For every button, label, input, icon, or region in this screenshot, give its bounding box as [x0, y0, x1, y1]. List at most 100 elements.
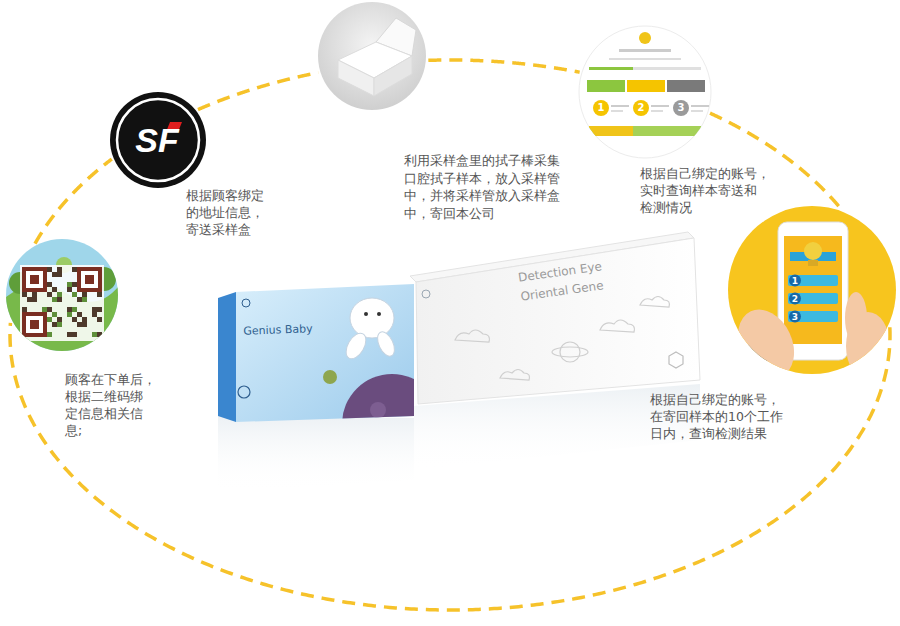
hex-badge — [669, 352, 683, 368]
purple-planet — [342, 374, 442, 474]
qr-module — [92, 332, 97, 337]
text-bar — [691, 110, 703, 112]
step-node: 根据自己绑定的账号， 在寄回样本的10个工作 日内，查询检测结果 — [728, 206, 896, 374]
qr-module — [72, 307, 77, 312]
qr-module — [67, 332, 72, 337]
step-caption: 顾客在下单后， 根据二维码绑 定信息相关信 息; — [65, 372, 156, 440]
qr-module — [32, 297, 37, 302]
logo-mark — [422, 290, 430, 298]
green-planet — [323, 370, 337, 384]
cloud-outline — [455, 330, 489, 342]
step-node: 根据顾客绑定 的地址信息， 寄送采样盒 — [110, 92, 206, 188]
qr-module — [57, 297, 62, 302]
qr-module — [42, 307, 47, 312]
qr-module — [82, 317, 87, 322]
qr-finder — [26, 271, 43, 288]
qr-module — [47, 282, 52, 287]
dashed-connector — [428, 60, 579, 72]
qr-finder — [81, 271, 98, 288]
qr-module — [82, 297, 87, 302]
white-box-front — [416, 238, 700, 404]
trophy-base — [808, 260, 818, 266]
text-bar — [691, 105, 709, 107]
box-reflection — [218, 416, 414, 492]
qr-module — [92, 312, 97, 317]
qr-module — [67, 287, 72, 292]
qr-finder — [22, 267, 47, 292]
qr-scene — [6, 239, 118, 351]
qr-module — [22, 307, 27, 312]
qr-module — [72, 292, 77, 297]
qr-module — [47, 307, 52, 312]
dashed-connector — [198, 73, 318, 110]
logo-accent — [166, 122, 182, 132]
qr-module — [82, 322, 87, 327]
node-picture — [110, 92, 206, 188]
logo-mark — [238, 386, 250, 398]
hand — [727, 300, 805, 387]
logo-mark — [242, 299, 250, 307]
qr-module — [52, 322, 57, 327]
step-caption: 根据自己绑定的账号， 实时查询样本寄送和 检测情况 — [640, 166, 773, 217]
blue-box-side — [218, 292, 236, 422]
list-badge — [789, 275, 801, 287]
qr-module — [92, 307, 97, 312]
qr-module — [77, 322, 82, 327]
step-node: 根据自己绑定的账号， 实时查询样本寄送和 检测情况 — [579, 26, 711, 158]
qr-module — [72, 267, 77, 272]
dashed-connector — [35, 159, 112, 243]
brand-name: Genius Baby — [243, 323, 313, 336]
qr-module — [72, 282, 77, 287]
step-caption: 根据顾客绑定 的地址信息， 寄送采样盒 — [186, 188, 276, 239]
trophy-cup — [804, 242, 822, 260]
qr-module — [47, 292, 52, 297]
text-bar — [619, 49, 671, 52]
node-picture — [6, 239, 118, 351]
step-circle — [673, 100, 689, 116]
qr-module — [52, 312, 57, 317]
photo-disc — [318, 2, 426, 110]
product-name: Detection Eye — [517, 260, 602, 284]
qr-module — [72, 332, 77, 337]
step-bar — [627, 80, 665, 92]
qr-finder — [77, 267, 102, 292]
qr-module — [67, 307, 72, 312]
cloud-outline — [640, 297, 669, 308]
web-screenshot — [587, 32, 709, 136]
qr-module — [97, 317, 102, 322]
qr-module — [77, 312, 82, 317]
cloud-outline — [500, 370, 529, 381]
logo-disc — [110, 92, 206, 188]
step-bar — [667, 80, 705, 92]
qr-module — [47, 317, 52, 322]
qr-finder — [30, 275, 39, 284]
qr-module — [57, 322, 62, 327]
step-bar — [587, 80, 625, 92]
qr-finder — [85, 275, 94, 284]
list-badge — [789, 311, 801, 323]
logo-ring — [117, 99, 199, 181]
qr-module — [97, 292, 102, 297]
product-name: Oriental Gene — [520, 279, 604, 303]
qr-finder — [30, 320, 39, 329]
planet-outline — [560, 342, 580, 362]
step-node: 利用采样盒里的拭子棒采集 口腔拭子样本，放入采样管 中，并将采样管放入采样盒 中… — [318, 2, 426, 110]
step-caption: 利用采样盒里的拭子棒采集 口腔拭子样本，放入采样管 中，并将采样管放入采样盒 中… — [404, 152, 568, 222]
qr-module — [47, 267, 52, 272]
qr-module — [57, 267, 62, 272]
text-bar — [611, 110, 623, 112]
cartoon-eye — [364, 312, 368, 316]
dashed-connector — [10, 323, 890, 610]
planet-ring — [552, 347, 588, 357]
photo-disc — [579, 26, 711, 158]
qr-module — [77, 297, 82, 302]
cartoon-eye — [377, 312, 381, 316]
qr-module — [32, 292, 37, 297]
box-side — [338, 60, 374, 96]
qr-ground — [20, 265, 104, 341]
node-picture — [318, 2, 426, 110]
text-bar — [609, 58, 681, 60]
box-side — [374, 56, 412, 96]
progress-fill — [589, 67, 633, 70]
